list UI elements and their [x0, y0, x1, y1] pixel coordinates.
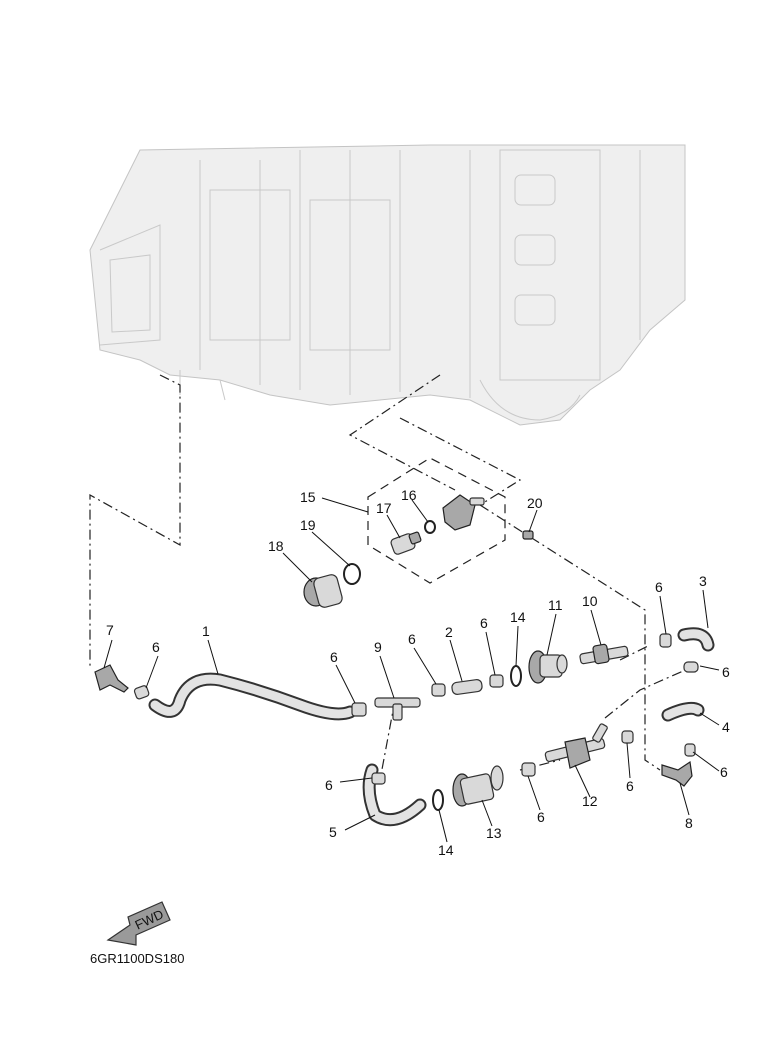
sensor-housing	[442, 494, 485, 531]
callout-6: 6	[537, 809, 545, 825]
o-ring-14-a	[510, 665, 522, 687]
callout-6: 6	[720, 764, 728, 780]
clamp-6-i	[521, 762, 536, 777]
callout-17: 17	[376, 500, 392, 516]
callout-4: 4	[722, 719, 730, 735]
sensor-17	[390, 531, 422, 555]
callout-labels: 7 6 1 6 9 6 2 6 14 11 10 6 3 6 4 6 8 6 1…	[106, 487, 730, 858]
clip-19	[343, 563, 361, 585]
callout-19: 19	[300, 517, 316, 533]
elbow-4	[661, 701, 705, 722]
callout-16: 16	[401, 487, 417, 503]
clamp-6-c	[431, 683, 446, 697]
callout-5: 5	[329, 824, 337, 840]
flange-11	[528, 650, 568, 684]
callout-6: 6	[152, 639, 160, 655]
flange-13	[452, 765, 504, 807]
callout-6: 6	[626, 778, 634, 794]
callout-3: 3	[699, 573, 707, 589]
t-joint-9	[374, 697, 421, 721]
clamp-6-h	[621, 730, 634, 744]
o-ring-16	[424, 520, 436, 534]
clamp-6-b	[351, 702, 367, 717]
callout-11: 11	[548, 597, 563, 613]
callout-14: 14	[510, 609, 526, 625]
engine-block-illustration	[89, 144, 686, 426]
callout-12: 12	[582, 793, 598, 809]
elbow-8	[661, 760, 693, 787]
callout-9: 9	[374, 639, 382, 655]
clamp-6-f	[683, 661, 699, 673]
elbow-3	[677, 627, 715, 652]
clamp-6-j	[371, 772, 386, 785]
callout-13: 13	[486, 825, 502, 841]
callout-6: 6	[408, 631, 416, 647]
callout-2: 2	[445, 624, 453, 640]
callout-14: 14	[438, 842, 454, 858]
fwd-arrow-icon	[106, 901, 171, 946]
callout-10: 10	[582, 593, 598, 609]
clamp-6-e	[659, 633, 672, 648]
callout-6: 6	[655, 579, 663, 595]
diagram-code: 6GR1100DS180	[90, 951, 184, 966]
parts	[94, 494, 715, 946]
callout-15: 15	[300, 489, 316, 505]
fitting-10	[579, 643, 629, 665]
clamp-6-d	[489, 674, 504, 688]
clamp-6-g	[684, 743, 696, 757]
callout-6: 6	[722, 664, 730, 680]
bolt-20	[522, 530, 534, 540]
callout-20: 20	[527, 495, 543, 511]
callout-1: 1	[202, 623, 210, 639]
valve-12	[544, 723, 608, 769]
callout-leaders	[103, 497, 720, 843]
callout-18: 18	[268, 538, 284, 554]
hose-1	[148, 672, 357, 721]
o-ring-14-b	[432, 789, 444, 811]
pipe-2	[451, 679, 483, 695]
fitting-7	[94, 664, 129, 693]
callout-8: 8	[685, 815, 693, 831]
sub-assembly-15-boundary	[367, 457, 506, 584]
assembly-leader-lines	[89, 374, 691, 781]
callout-7: 7	[106, 622, 114, 638]
cap-18	[303, 574, 343, 608]
callout-6: 6	[330, 649, 338, 665]
callout-6: 6	[480, 615, 488, 631]
clamp-6-a	[133, 685, 150, 700]
callout-6: 6	[325, 777, 333, 793]
